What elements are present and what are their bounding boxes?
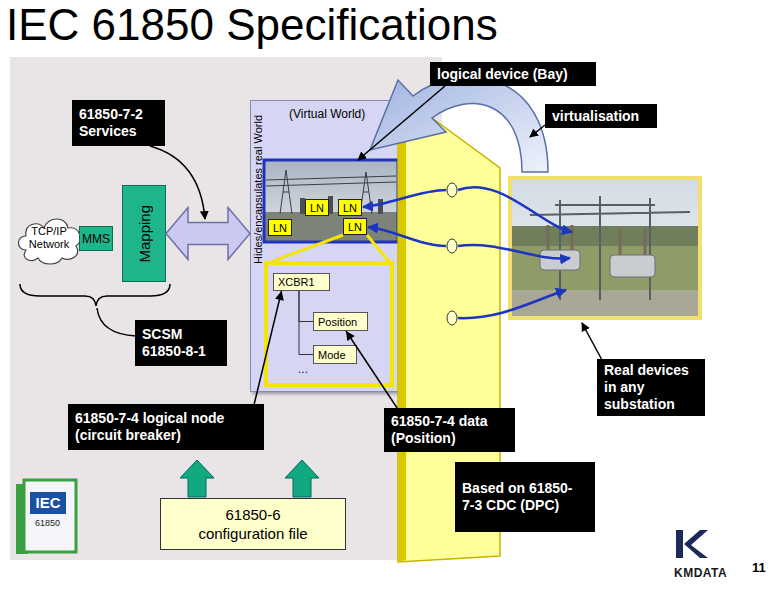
breaker-tank	[540, 250, 580, 270]
node-text: Position	[318, 316, 357, 328]
plane-hole	[447, 311, 457, 325]
node-text: 61850-7-4 data (Position)	[391, 413, 508, 447]
node-text: MMS	[82, 232, 110, 246]
protocol-box: MMS	[79, 226, 113, 251]
book-label: IEC	[30, 494, 66, 511]
substation-frame	[510, 178, 700, 318]
logo-mark	[684, 530, 708, 558]
book-spine	[16, 484, 28, 554]
node-text: SCSM 61850-8-1	[142, 326, 220, 360]
mapping-arrow	[458, 290, 566, 318]
node-text: LN	[273, 222, 287, 234]
service-arrow	[166, 208, 250, 260]
config-arrow	[285, 460, 319, 497]
data-box: Mode	[313, 345, 357, 364]
book-badge	[30, 492, 66, 514]
insulators	[548, 225, 645, 255]
leader-line	[530, 125, 545, 137]
breaker-tank	[610, 255, 655, 277]
callout-box: 61850-7-4 data (Position)	[384, 408, 515, 452]
config-arrow	[180, 460, 214, 497]
logo-text: KMDATA	[674, 566, 727, 580]
node-text: LN	[343, 202, 357, 214]
mapping-arrow	[458, 245, 570, 259]
logical-node-box: LN	[268, 219, 292, 236]
callout-box: 61850-7-4 logical node (circuit breaker)	[68, 404, 264, 450]
logo-mark	[676, 530, 683, 558]
network-cloud: TCP/IP Network	[14, 208, 84, 268]
callout-box: Real devices in any substation	[597, 359, 705, 416]
book-cover	[24, 480, 76, 552]
book-label: 61850	[35, 518, 60, 528]
virtual-world-panel: (Virtual World) Hides/encapsulates real W…	[250, 100, 402, 392]
node-text: 61850-6 configuration file	[189, 505, 317, 543]
callout-box: 61850-7-2 Services	[72, 100, 165, 146]
logical-node-box: LN	[338, 199, 362, 216]
node-text: Hides/encapsulates real World	[252, 115, 264, 264]
node-text: logical device (Bay)	[437, 66, 568, 83]
callout-box: SCSM 61850-8-1	[135, 320, 227, 366]
node-text: virtualisation	[552, 108, 639, 125]
leader-line	[582, 323, 602, 360]
mapping-arrow	[458, 187, 572, 232]
logical-node-box: LN	[305, 199, 329, 216]
node-text: XCBR1	[278, 276, 315, 288]
leader-line	[97, 308, 136, 336]
slide-panel	[10, 57, 442, 560]
ellipsis-label: ...	[298, 362, 308, 376]
cloud-outline	[19, 219, 81, 264]
photo-trees	[510, 226, 700, 246]
brace	[20, 284, 170, 306]
node-text: LN	[348, 221, 362, 233]
node-text: LN	[310, 202, 324, 214]
callout-box: virtualisation	[545, 104, 657, 128]
page-number: 11	[752, 560, 766, 575]
node-text: TCP/IP Network	[22, 225, 76, 251]
node-text: Real devices in any substation	[604, 362, 698, 413]
logical-node-box: LN	[343, 218, 367, 235]
callout-box: logical device (Bay)	[430, 62, 596, 86]
data-box: Position	[313, 312, 368, 331]
substation-photo	[510, 178, 700, 318]
callout-box: Based on 61850-7-3 CDC (DPC)	[455, 462, 595, 532]
node-text: Mode	[318, 349, 346, 361]
node-text: 61850-7-2 Services	[79, 106, 158, 140]
node-text: Based on 61850-7-3 CDC (DPC)	[462, 480, 581, 514]
photo-gravel	[510, 290, 700, 318]
page-title: IEC 61850 Specifications	[6, 0, 498, 50]
node-text: (Virtual World)	[289, 107, 365, 121]
plane-hole	[447, 183, 457, 197]
plane-hole	[447, 239, 457, 253]
photo-ground	[510, 246, 700, 318]
mapping-box: Mapping	[122, 185, 166, 282]
config-file-box: 61850-6 configuration file	[160, 498, 346, 550]
data-box: XCBR1	[273, 273, 330, 291]
steel-frames	[530, 196, 690, 300]
node-text: Mapping	[136, 205, 153, 263]
node-text: 61850-7-4 logical node (circuit breaker)	[75, 410, 257, 444]
connector	[166, 208, 250, 260]
